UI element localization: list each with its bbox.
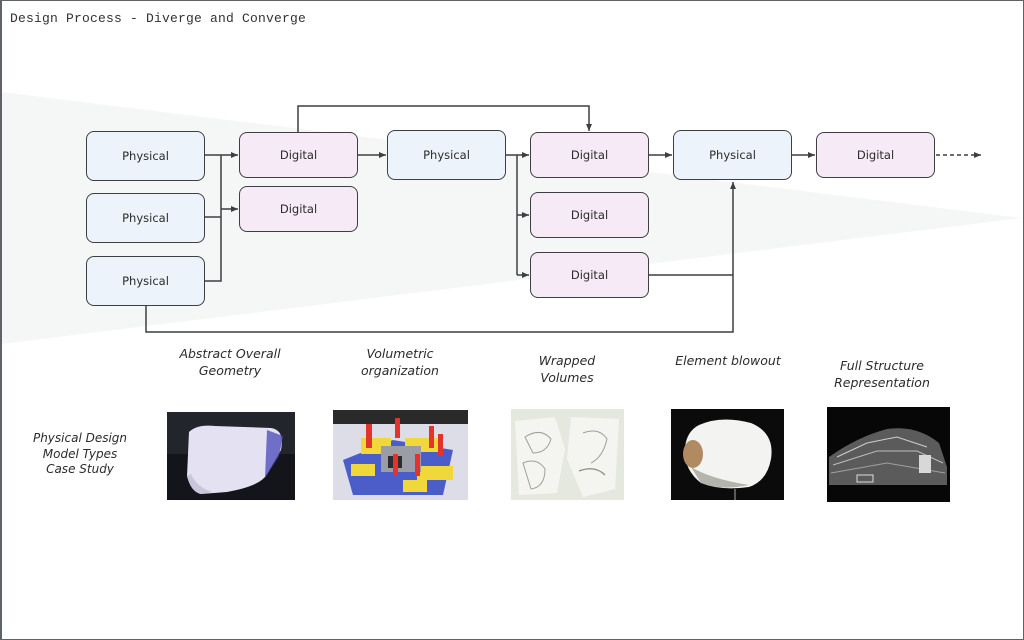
node-digital-2[interactable]: Digital (239, 186, 358, 232)
side-label-line: Model Types (42, 446, 118, 461)
node-label: Digital (279, 148, 318, 162)
caption-line: Element blowout (675, 353, 781, 368)
caption-line: Abstract Overall (179, 346, 281, 361)
page-title: Design Process - Diverge and Converge (10, 11, 307, 26)
caption-full-structure: Full Structure Representation (812, 357, 952, 391)
caption-volumetric-organization: Volumetric organization (330, 345, 470, 379)
case-study-side-label: Physical Design Model Types Case Study (20, 431, 140, 478)
node-label: Digital (856, 148, 895, 162)
node-label: Digital (279, 202, 318, 216)
node-digital-6[interactable]: Digital (816, 132, 935, 178)
node-physical-3[interactable]: Physical (86, 256, 205, 306)
caption-abstract-geometry: Abstract Overall Geometry (160, 345, 300, 379)
side-label-line: Case Study (46, 462, 114, 476)
caption-line: Wrapped (538, 353, 596, 368)
node-label: Physical (122, 211, 169, 225)
photo-abstract-geometry (167, 412, 295, 500)
node-digital-3[interactable]: Digital (530, 132, 649, 178)
photo-volumetric-organization (333, 410, 468, 500)
node-physical-1[interactable]: Physical (86, 131, 205, 181)
edge-d1-d3-over (297, 105, 592, 132)
caption-element-blowout: Element blowout (658, 352, 798, 369)
node-physical-5[interactable]: Physical (673, 130, 792, 180)
caption-wrapped-volumes: Wrapped Volumes (497, 352, 637, 386)
node-digital-5[interactable]: Digital (530, 252, 649, 298)
node-digital-1[interactable]: Digital (239, 132, 358, 178)
node-physical-2[interactable]: Physical (86, 193, 205, 243)
edge-p3-p5 (145, 182, 736, 333)
node-label: Physical (709, 148, 756, 162)
side-label-line: Physical Design (32, 431, 128, 445)
node-digital-4[interactable]: Digital (530, 192, 649, 238)
caption-line: Geometry (198, 363, 262, 378)
node-label: Digital (570, 268, 609, 282)
node-label: Physical (122, 149, 169, 163)
caption-line: organization (361, 363, 439, 378)
caption-line: Representation (834, 375, 930, 390)
node-label: Physical (423, 148, 470, 162)
node-physical-4[interactable]: Physical (387, 130, 506, 180)
edge-bus-left (205, 155, 222, 282)
photo-wrapped-volumes (511, 409, 624, 500)
caption-line: Volumetric (366, 346, 434, 361)
caption-line: Full Structure (840, 358, 924, 373)
photo-full-structure (827, 407, 950, 502)
node-label: Digital (570, 148, 609, 162)
photo-element-blowout (671, 409, 784, 500)
node-label: Physical (122, 274, 169, 288)
node-label: Digital (570, 208, 609, 222)
caption-line: Volumes (540, 370, 594, 385)
